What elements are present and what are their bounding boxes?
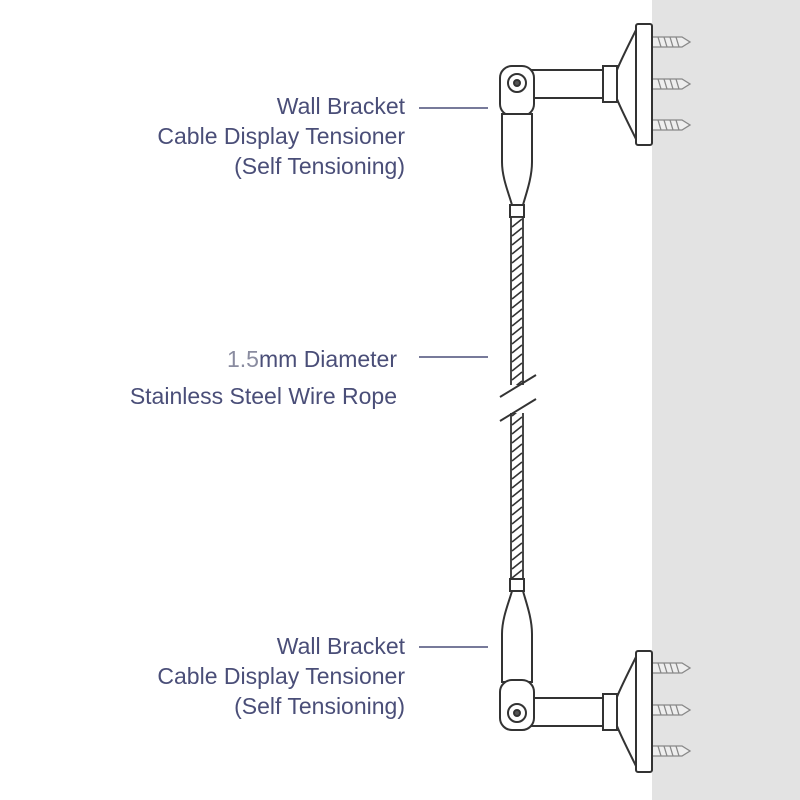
callout-top-line3: (Self Tensioning) — [234, 153, 405, 179]
callout-top-line1: Wall Bracket — [276, 93, 405, 119]
callout-bottom-line3: (Self Tensioning) — [234, 693, 405, 719]
diameter-value: 1.5 — [227, 346, 259, 372]
diameter-unit: mm Diameter — [258, 346, 397, 372]
callout-bottom-line1: Wall Bracket — [276, 633, 405, 659]
top-wall-bracket — [499, 23, 692, 218]
wire-rope — [499, 216, 537, 580]
callout-top-line2: Cable Display Tensioner — [157, 123, 405, 149]
callout-wire-rope: 1.5mm Diameter Stainless Steel Wire Rope — [130, 341, 397, 415]
callout-top-bracket: Wall Bracket Cable Display Tensioner (Se… — [157, 91, 405, 181]
callout-middle-line1: 1.5mm Diameter — [130, 341, 397, 378]
bottom-screws — [651, 662, 692, 757]
leader-lines — [419, 107, 488, 648]
callout-bottom-line2: Cable Display Tensioner — [157, 663, 405, 689]
callout-middle-line2: Stainless Steel Wire Rope — [129, 383, 397, 409]
callout-bottom-bracket: Wall Bracket Cable Display Tensioner (Se… — [157, 631, 405, 721]
bottom-wall-bracket — [499, 578, 692, 773]
